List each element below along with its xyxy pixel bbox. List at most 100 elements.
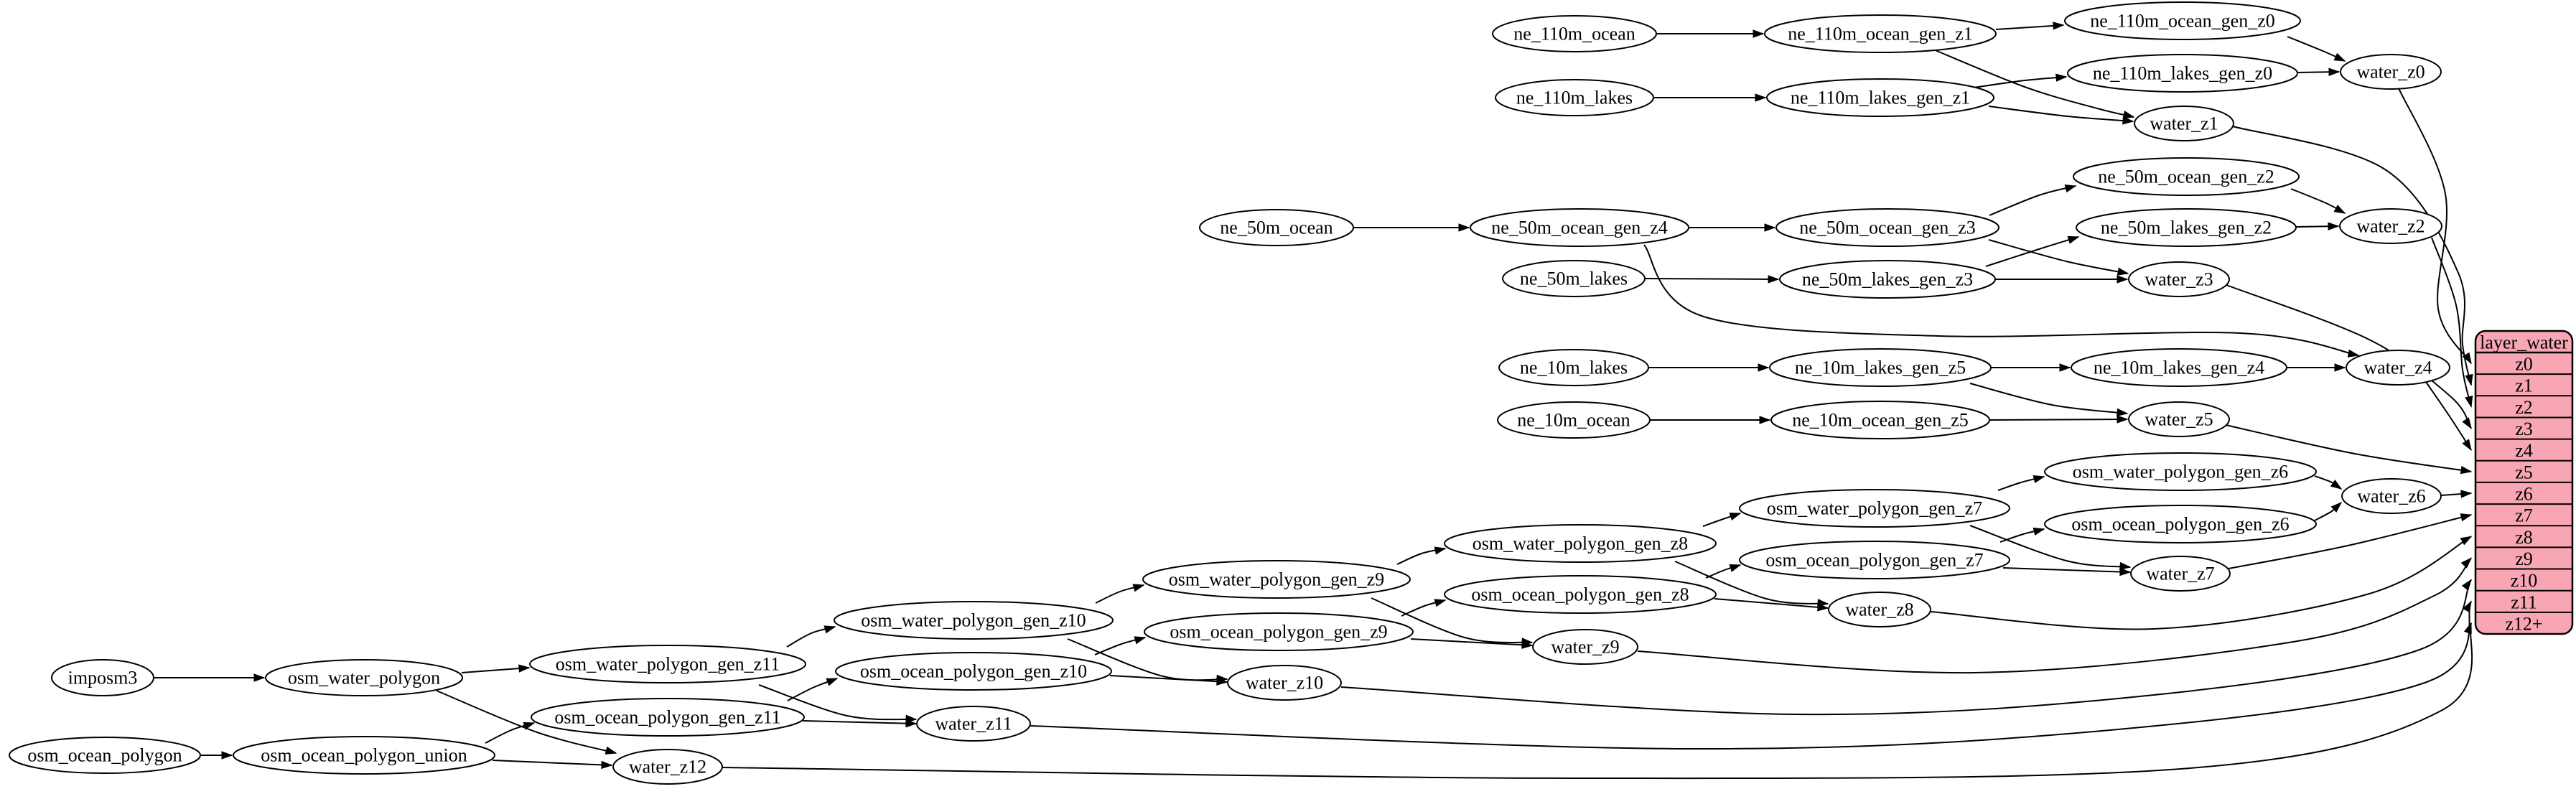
graph-edge-osm_water_polygon_gen_z11-to-water_z11 (758, 684, 918, 723)
ne_50m_lakes_gen_z2-label: ne_50m_lakes_gen_z2 (2101, 218, 2272, 238)
graph-edge-water_z4-to-layer_water-z4 (2425, 381, 2472, 451)
graph-node-osm_water_polygon_gen_z6: osm_water_polygon_gen_z6 (2044, 452, 2317, 491)
layer-water-row-z8: z8 (2515, 527, 2533, 548)
ne_110m_ocean_gen_z1-ellipse (1764, 14, 1997, 53)
graph-node-osm_water_polygon_gen_z8: osm_water_polygon_gen_z8 (1444, 524, 1717, 563)
layer-water-title: layer_water (2480, 332, 2568, 353)
graph-edge-osm_ocean_polygon_gen_z11-to-osm_ocean_polygon_gen_z10 (787, 678, 839, 701)
water_z9-ellipse (1532, 629, 1638, 665)
osm_water_polygon_gen_z9-label: osm_water_polygon_gen_z9 (1169, 569, 1384, 590)
graph-edge-osm_ocean_polygon_gen_z8-to-water_z8 (1714, 598, 1829, 612)
osm_water_polygon_gen_z11-ellipse (529, 645, 806, 683)
water_z11-ellipse (916, 706, 1031, 742)
graph-node-osm_water_polygon_gen_z11: osm_water_polygon_gen_z11 (529, 645, 806, 683)
water_z8-ellipse (1828, 592, 1931, 627)
graph-node-water_z7: water_z7 (2130, 556, 2231, 592)
graph-edge-water_z1-to-layer_water-z1 (2232, 126, 2473, 386)
graph-node-water_z12: water_z12 (612, 749, 723, 785)
water_z1-label: water_z1 (2150, 113, 2218, 134)
graph-edge-water_z2-to-layer_water-z2 (2431, 237, 2473, 408)
osm_water_polygon-ellipse (265, 659, 463, 696)
graph-node-ne_110m_lakes: ne_110m_lakes (1495, 79, 1654, 116)
osm_ocean_polygon-ellipse (9, 737, 201, 774)
graph-node-ne_110m_ocean: ne_110m_ocean (1492, 15, 1657, 52)
ne_110m_ocean_gen_z1-label: ne_110m_ocean_gen_z1 (1788, 24, 1973, 45)
graph-node-ne_10m_lakes_gen_z5: ne_10m_lakes_gen_z5 (1769, 348, 1992, 387)
osm_ocean_polygon_gen_z11-ellipse (531, 698, 805, 737)
edges-layer (154, 22, 2473, 780)
graph-edge-osm_water_polygon_gen_z11-to-osm_water_polygon_gen_z10 (786, 625, 836, 648)
osm_ocean_polygon_union-label: osm_ocean_polygon_union (261, 745, 467, 766)
ne_50m_ocean_gen_z4-label: ne_50m_ocean_gen_z4 (1491, 218, 1667, 238)
osm_ocean_polygon_gen_z9-ellipse (1144, 612, 1414, 651)
water_z12-label: water_z12 (629, 757, 706, 778)
graph-edge-ne_50m_ocean_gen_z4-to-water_z4 (1643, 244, 2360, 358)
graph-node-ne_110m_lakes_gen_z1: ne_110m_lakes_gen_z1 (1766, 78, 1994, 117)
graph-edge-osm_water_polygon_gen_z10-to-osm_water_polygon_gen_z9 (1095, 584, 1145, 604)
water_z10-label: water_z10 (1246, 673, 1323, 694)
ne_10m_lakes-ellipse (1498, 349, 1649, 386)
graph-edge-osm_water_polygon_gen_z6-to-water_z6 (2314, 475, 2343, 490)
graph-node-water_z1: water_z1 (2134, 106, 2234, 141)
graph-edge-ne_50m_ocean_gen_z2-to-water_z2 (2290, 188, 2346, 214)
layer-water-row-z9: z9 (2515, 548, 2533, 569)
graph-edge-water_z11-to-layer_water-z11 (1030, 600, 2472, 750)
graph-node-water_z4: water_z4 (2346, 350, 2450, 386)
ne_10m_lakes-label: ne_10m_lakes (1520, 358, 1628, 378)
layer-water-row-z4: z4 (2515, 440, 2533, 461)
water_z9-label: water_z9 (1551, 637, 1619, 658)
graph-node-ne_50m_lakes_gen_z2: ne_50m_lakes_gen_z2 (2076, 208, 2297, 247)
ne_50m_lakes-ellipse (1502, 260, 1646, 297)
graph-edge-osm_ocean_polygon_union-to-water_z12 (492, 760, 613, 770)
osm_water_polygon_gen_z10-ellipse (834, 601, 1114, 640)
graph-edge-osm_ocean_polygon_gen_z9-to-osm_ocean_polygon_gen_z8 (1401, 599, 1447, 617)
graph-node-osm_ocean_polygon_gen_z7: osm_ocean_polygon_gen_z7 (1739, 541, 2010, 579)
osm_water_polygon-label: osm_water_polygon (288, 668, 440, 688)
graph-edge-water_z5-to-layer_water-z5 (2225, 424, 2473, 475)
graph-node-ne_50m_ocean: ne_50m_ocean (1199, 209, 1354, 246)
water_z3-label: water_z3 (2145, 269, 2213, 290)
water_z10-ellipse (1227, 665, 1342, 701)
layer-water-row-z10: z10 (2511, 570, 2538, 591)
ne_110m_ocean-ellipse (1492, 15, 1657, 52)
osm_water_polygon_gen_z8-label: osm_water_polygon_gen_z8 (1473, 533, 1688, 554)
osm_water_polygon_gen_z10-label: osm_water_polygon_gen_z10 (861, 610, 1086, 631)
graph-node-water_z0: water_z0 (2340, 54, 2442, 90)
graph-edge-ne_50m_lakes_gen_z2-to-water_z2 (2295, 222, 2340, 230)
graph-edge-osm_ocean_polygon_gen_z10-to-water_z10 (1109, 675, 1228, 686)
graph-node-osm_ocean_polygon_gen_z10: osm_ocean_polygon_gen_z10 (835, 652, 1112, 691)
layer-water-row-z12+: z12+ (2505, 613, 2542, 634)
ne_50m_lakes_gen_z3-ellipse (1779, 260, 1996, 299)
osm_water_polygon_gen_z8-ellipse (1444, 524, 1717, 563)
water_z5-ellipse (2128, 401, 2230, 437)
ne_50m_lakes_gen_z3-label: ne_50m_lakes_gen_z3 (1802, 269, 1973, 290)
ne_50m_ocean_gen_z4-ellipse (1470, 208, 1689, 247)
water_z7-label: water_z7 (2146, 564, 2214, 584)
ne_10m_lakes_gen_z4-label: ne_10m_lakes_gen_z4 (2094, 358, 2264, 378)
graph-edge-ne_110m_lakes_gen_z0-to-water_z0 (2297, 67, 2341, 76)
graph-node-osm_ocean_polygon_gen_z8: osm_ocean_polygon_gen_z8 (1444, 575, 1717, 614)
layer-water-row-z11: z11 (2511, 592, 2537, 612)
water_z0-ellipse (2340, 54, 2442, 90)
osm_ocean_polygon-label: osm_ocean_polygon (27, 745, 182, 766)
ne_110m_lakes_gen_z1-ellipse (1766, 78, 1994, 117)
graph-node-ne_110m_lakes_gen_z0: ne_110m_lakes_gen_z0 (2067, 54, 2298, 93)
graph-node-ne_10m_lakes_gen_z4: ne_10m_lakes_gen_z4 (2071, 348, 2287, 387)
graph-edge-water_z8-to-layer_water-z8 (1930, 536, 2473, 630)
graph-edge-osm_water_polygon-to-water_z12 (436, 690, 617, 755)
layer-water-row-z1: z1 (2515, 375, 2533, 396)
graph-node-ne_110m_ocean_gen_z1: ne_110m_ocean_gen_z1 (1764, 14, 1997, 53)
water_z3-ellipse (2128, 261, 2230, 297)
osm_ocean_polygon_gen_z11-label: osm_ocean_polygon_gen_z11 (554, 707, 780, 728)
water_z6-ellipse (2341, 478, 2442, 514)
graph-node-ne_50m_lakes_gen_z3: ne_50m_lakes_gen_z3 (1779, 260, 1996, 299)
ne_50m_lakes_gen_z2-ellipse (2076, 208, 2297, 247)
osm_water_polygon_gen_z6-label: osm_water_polygon_gen_z6 (2073, 462, 2288, 482)
water_z7-ellipse (2130, 556, 2231, 592)
ne_50m_ocean_gen_z2-label: ne_50m_ocean_gen_z2 (2098, 167, 2274, 187)
graph-edge-water_z9-to-layer_water-z9 (1637, 557, 2473, 674)
water_z4-ellipse (2346, 350, 2450, 386)
graph-edge-osm_water_polygon_gen_z9-to-osm_water_polygon_gen_z8 (1396, 546, 1447, 565)
graph-node-water_z10: water_z10 (1227, 665, 1342, 701)
